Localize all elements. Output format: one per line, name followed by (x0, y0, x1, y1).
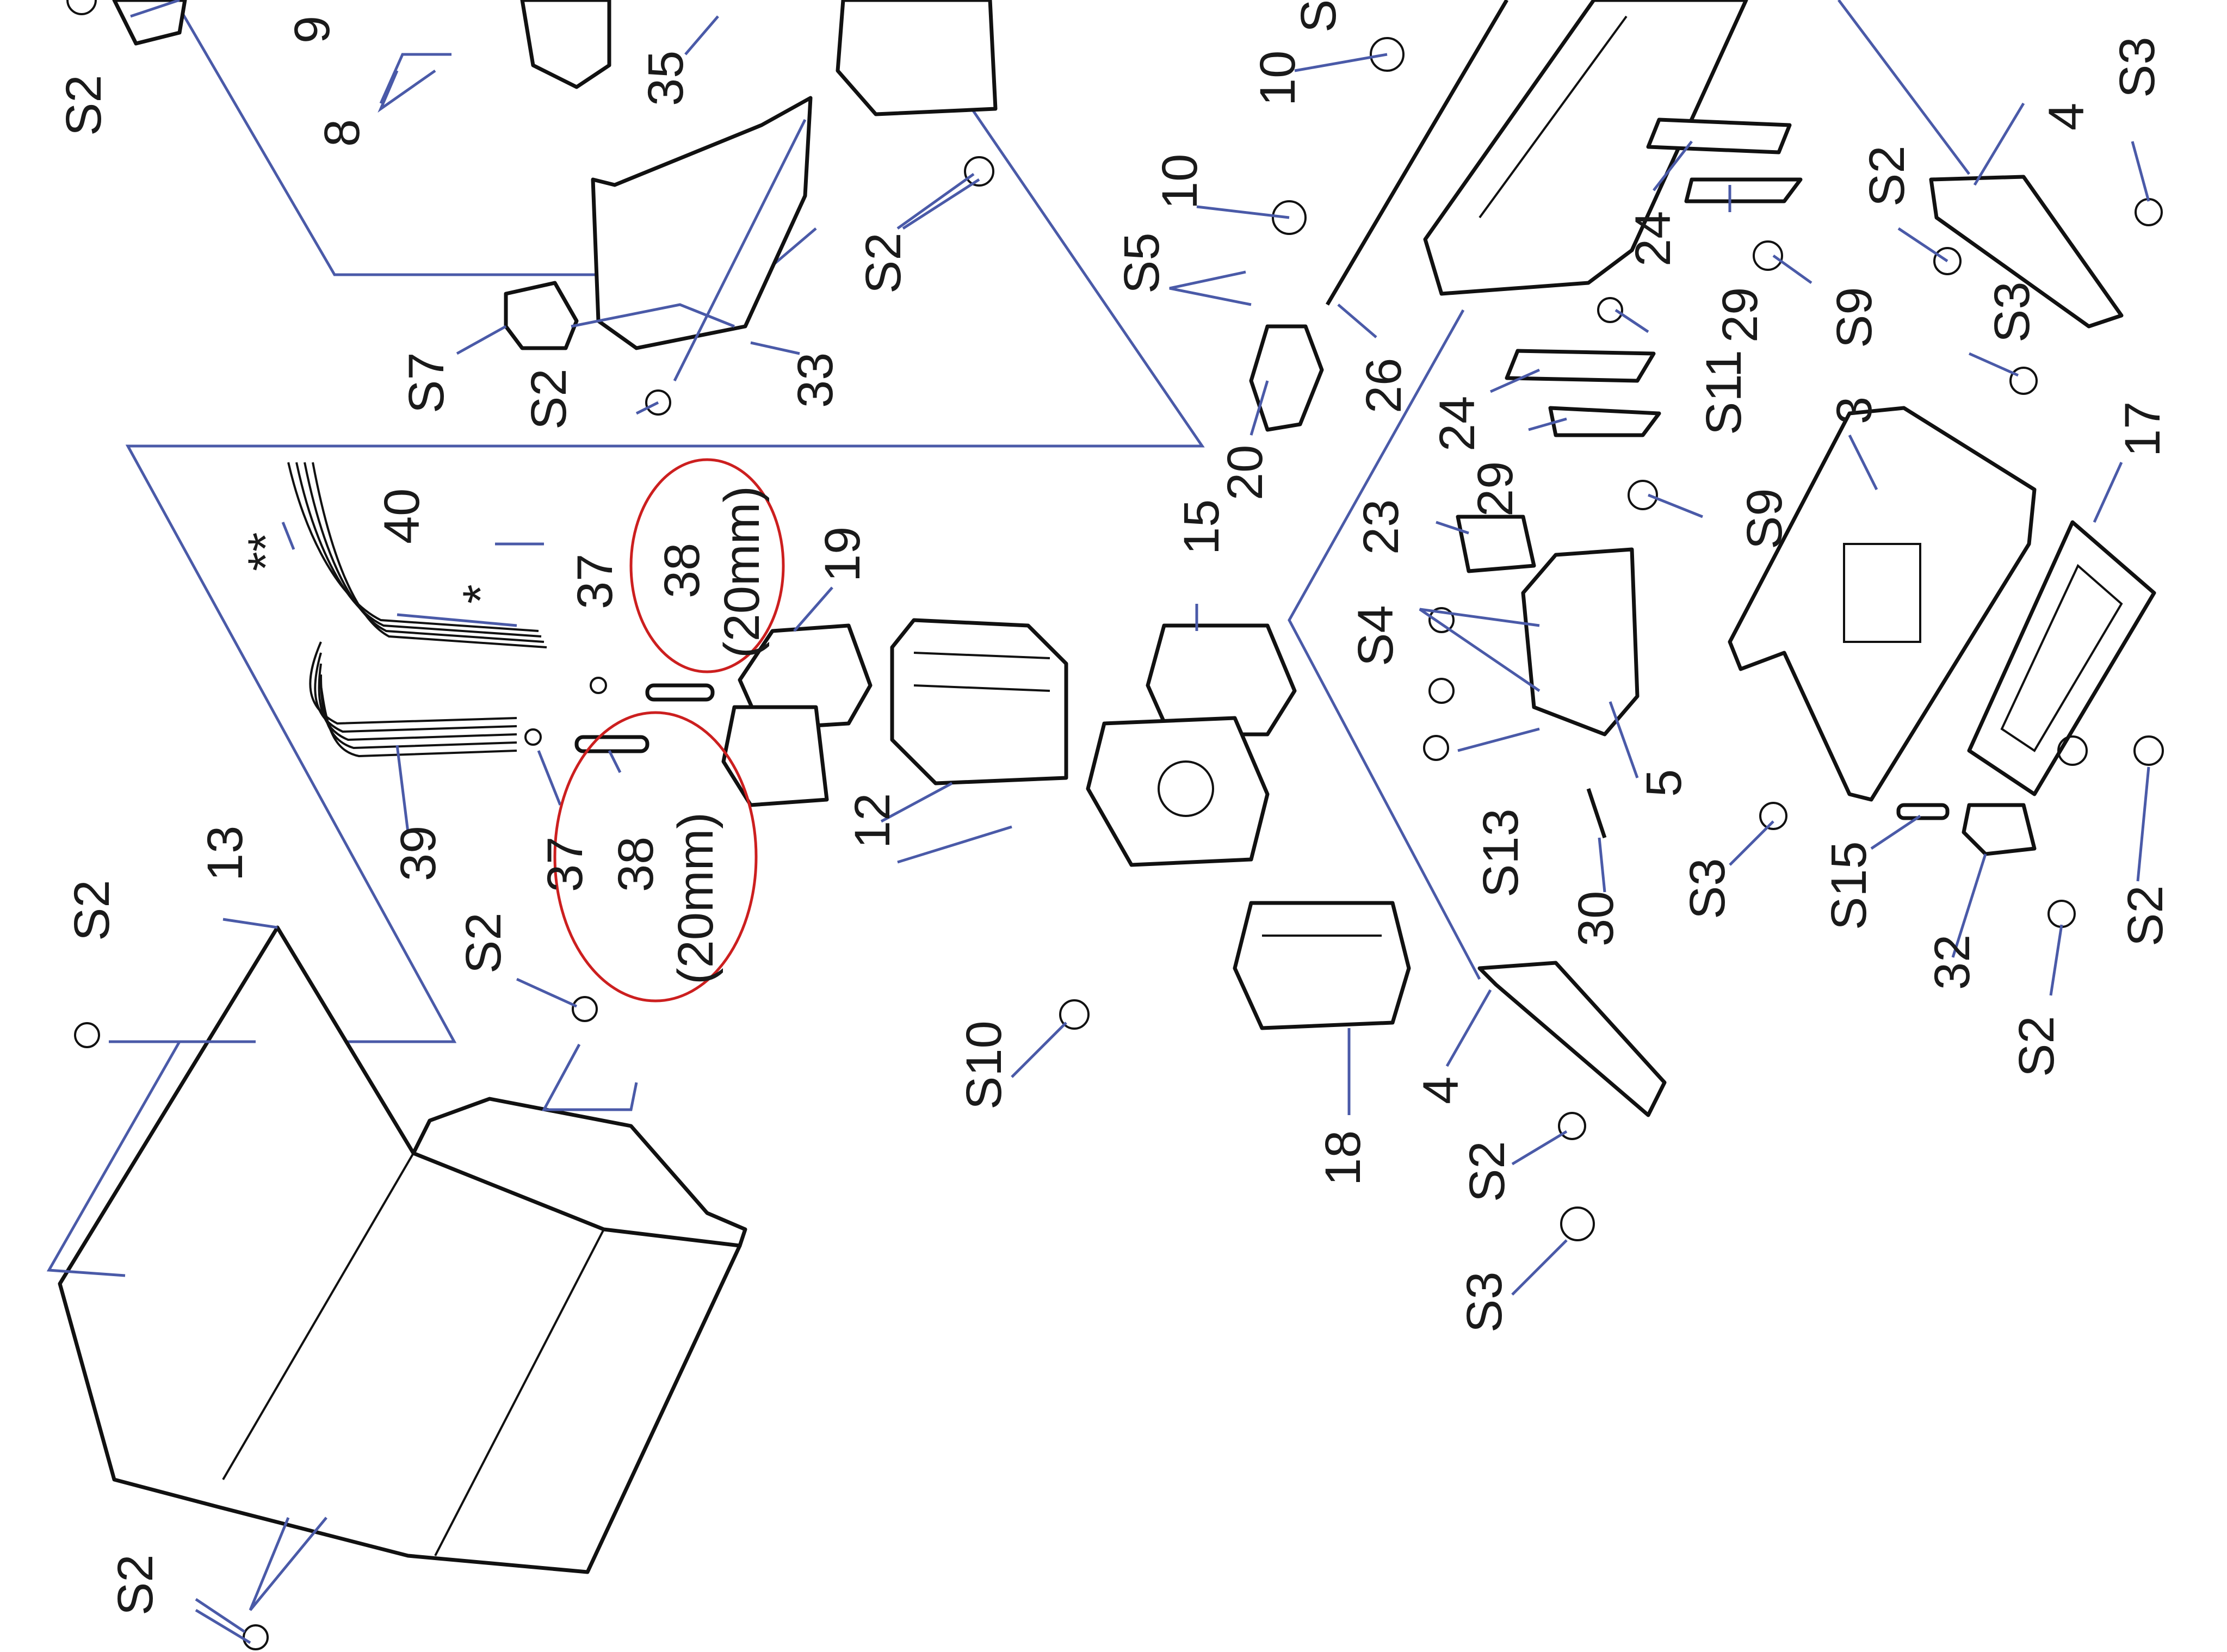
label-s10: S10 (956, 1020, 1012, 1110)
label-29a: 29 (1712, 287, 1768, 343)
label-38a: 38 (654, 543, 710, 598)
highlight-38-upper (629, 458, 785, 673)
part-20-clip (1249, 324, 1324, 432)
label-s3-d: S3 (1457, 1271, 1512, 1333)
label-star: * (453, 584, 509, 604)
part-33-bracket (112, 0, 998, 416)
wire-harness (287, 462, 547, 758)
label-18: 18 (1315, 1130, 1371, 1186)
part-17-frame (1967, 520, 2156, 796)
label-s9b: S9 (1737, 488, 1792, 549)
label-s2-e: S2 (2118, 885, 2173, 946)
part-15-gear-unit (1086, 623, 1297, 867)
part-3-plate (1728, 406, 2037, 802)
label-s15: S15 (1821, 841, 1877, 930)
label-8: 8 (314, 119, 370, 147)
label-9: 9 (284, 16, 340, 44)
label-35: 35 (638, 51, 694, 106)
part-13-cover (46, 925, 747, 1650)
label-4a: 4 (2039, 103, 2094, 131)
label-33: 33 (788, 352, 843, 408)
part-32-bracket (1896, 803, 2037, 856)
label-s2-h: S2 (1459, 1141, 1515, 1202)
label-15: 15 (1174, 499, 1229, 555)
label-20mm-a: (20mm) (714, 486, 770, 658)
label-5: 5 (1636, 769, 1692, 797)
label-13: 13 (197, 826, 253, 881)
label-10b: 10 (1152, 154, 1208, 209)
label-s2-f: S2 (64, 880, 120, 941)
part-26-rod (1272, 0, 1509, 306)
highlight-38-lower (553, 711, 758, 1003)
part-18-block (1233, 901, 1411, 1030)
label-s2-g: S2 (456, 912, 511, 974)
assembly-frames (125, 0, 1970, 1043)
part-bracket-top-right (1423, 0, 1748, 296)
label-38b: 38 (608, 837, 664, 892)
label-s2-a: S2 (856, 232, 911, 294)
label-19: 19 (815, 527, 870, 582)
label-s2-i: S2 (108, 1554, 163, 1616)
part-5-frame (1423, 515, 1640, 839)
label-s9a: S9 (1827, 287, 1882, 348)
label-29b: 29 (1468, 461, 1523, 517)
label-30: 30 (1568, 891, 1624, 946)
label-20mm-b: (20mm) (668, 812, 723, 985)
part-24-29-plates (1505, 117, 1803, 510)
label-26: 26 (1356, 358, 1412, 413)
label-s11: S11 (1696, 350, 1752, 435)
label-3: 3 (1827, 397, 1882, 424)
label-12: 12 (845, 793, 900, 849)
part-4-brackets (1477, 175, 2124, 1117)
label-23: 23 (1353, 499, 1409, 555)
label-39: 39 (391, 826, 446, 881)
label-20: 20 (1217, 445, 1273, 500)
label-32: 32 (1925, 935, 1980, 990)
label-s13: S13 (1473, 808, 1529, 898)
label-s7: S7 (399, 352, 454, 413)
label-10a: 10 (1250, 51, 1306, 106)
leader-lines (130, 0, 2150, 1634)
label-s2-d: S2 (2009, 1016, 2064, 1077)
label-s3-c: S3 (1680, 858, 1735, 919)
label-s2-tl: S2 (56, 75, 112, 136)
part-19-connector (721, 623, 873, 807)
label-37b: 37 (537, 837, 593, 892)
label-4b: 4 (1413, 1076, 1469, 1104)
part-labels: S2 9 8 35 S2 S7 S2 33 S 10 10 S5 26 20 2… (56, 0, 2173, 1616)
label-24a: 24 (1625, 211, 1681, 267)
label-s5-top: S (1291, 0, 1346, 33)
label-s4: S4 (1348, 605, 1403, 666)
label-s2-c: S2 (1859, 145, 1915, 207)
label-s2-b: S2 (521, 368, 577, 430)
label-40: 40 (374, 488, 430, 544)
highlight-ellipses (553, 458, 785, 1003)
label-37a: 37 (567, 554, 623, 609)
label-dstar: ** (238, 532, 294, 571)
label-17: 17 (2115, 401, 2170, 457)
label-s3-b: S3 (1984, 281, 2040, 343)
label-s5: S5 (1114, 232, 1170, 294)
label-s3-a: S3 (2110, 36, 2165, 98)
part-12-housing (890, 618, 1068, 785)
label-24b: 24 (1430, 396, 1485, 451)
